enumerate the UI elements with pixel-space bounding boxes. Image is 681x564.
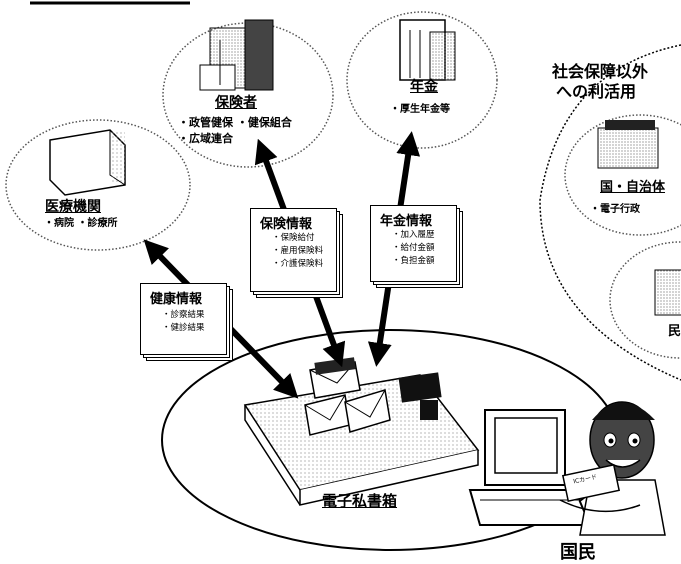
pension-detail-1: ・厚生年金等: [390, 104, 450, 115]
insurance-info-item-1: ・保険給付: [272, 233, 315, 243]
pension-info-title: 年金情報: [380, 214, 433, 229]
other-use-circle: [539, 44, 681, 381]
health-info-title: 健康情報: [150, 292, 203, 307]
insurance-info-item-2: ・雇用保険料: [272, 246, 324, 256]
medical-detail-1: ・病院 ・診療所: [44, 218, 118, 229]
insurer-bubble: [162, 22, 334, 168]
pension-building-icon: [399, 19, 456, 81]
insurer-building-icon: [199, 19, 274, 91]
pension-info-document: 年金情報 ・加入履歴 ・給付金額 ・負担金額: [370, 205, 465, 290]
pension-info-item-1: ・加入履歴: [392, 230, 435, 240]
other-use-title-1: 社会保障以外: [552, 62, 649, 81]
insurance-info-title: 保険情報: [260, 217, 313, 232]
citizen-figure: [468, 401, 666, 536]
medical-name: 医療機関: [45, 199, 101, 215]
health-info-item-2: ・健診結果: [162, 323, 205, 333]
pension-name: 年金: [410, 79, 438, 95]
pension-info-item-2: ・給付金額: [392, 243, 435, 253]
insurer-detail-1: ・政管健保 ・健保組合: [178, 116, 292, 129]
insurance-info-document: 保険情報 ・保険給付 ・雇用保険料 ・介護保険料: [250, 208, 345, 298]
government-building-icon: [597, 120, 659, 169]
government-detail-1: ・電子行政: [590, 204, 640, 215]
envelope-icons: [304, 357, 391, 436]
insurer-name: 保険者: [215, 95, 257, 111]
private-name: 民: [668, 324, 681, 339]
private-building-icon: [654, 269, 681, 316]
mailbox-label: 電子私書箱: [322, 492, 398, 510]
insurer-detail-2: ・広域連合: [178, 132, 233, 145]
government-name: 国・自治体: [600, 180, 666, 195]
medical-building-icon: [49, 129, 126, 196]
citizen-label: 国民: [560, 542, 596, 563]
pension-info-item-3: ・負担金額: [392, 256, 435, 266]
health-info-document: 健康情報 ・診察結果 ・健診結果: [140, 283, 235, 363]
mailbox-tray: [243, 372, 480, 506]
insurance-info-item-3: ・介護保険料: [272, 259, 324, 269]
other-use-title-2: への利活用: [556, 82, 637, 101]
health-info-item-1: ・診察結果: [162, 310, 205, 320]
